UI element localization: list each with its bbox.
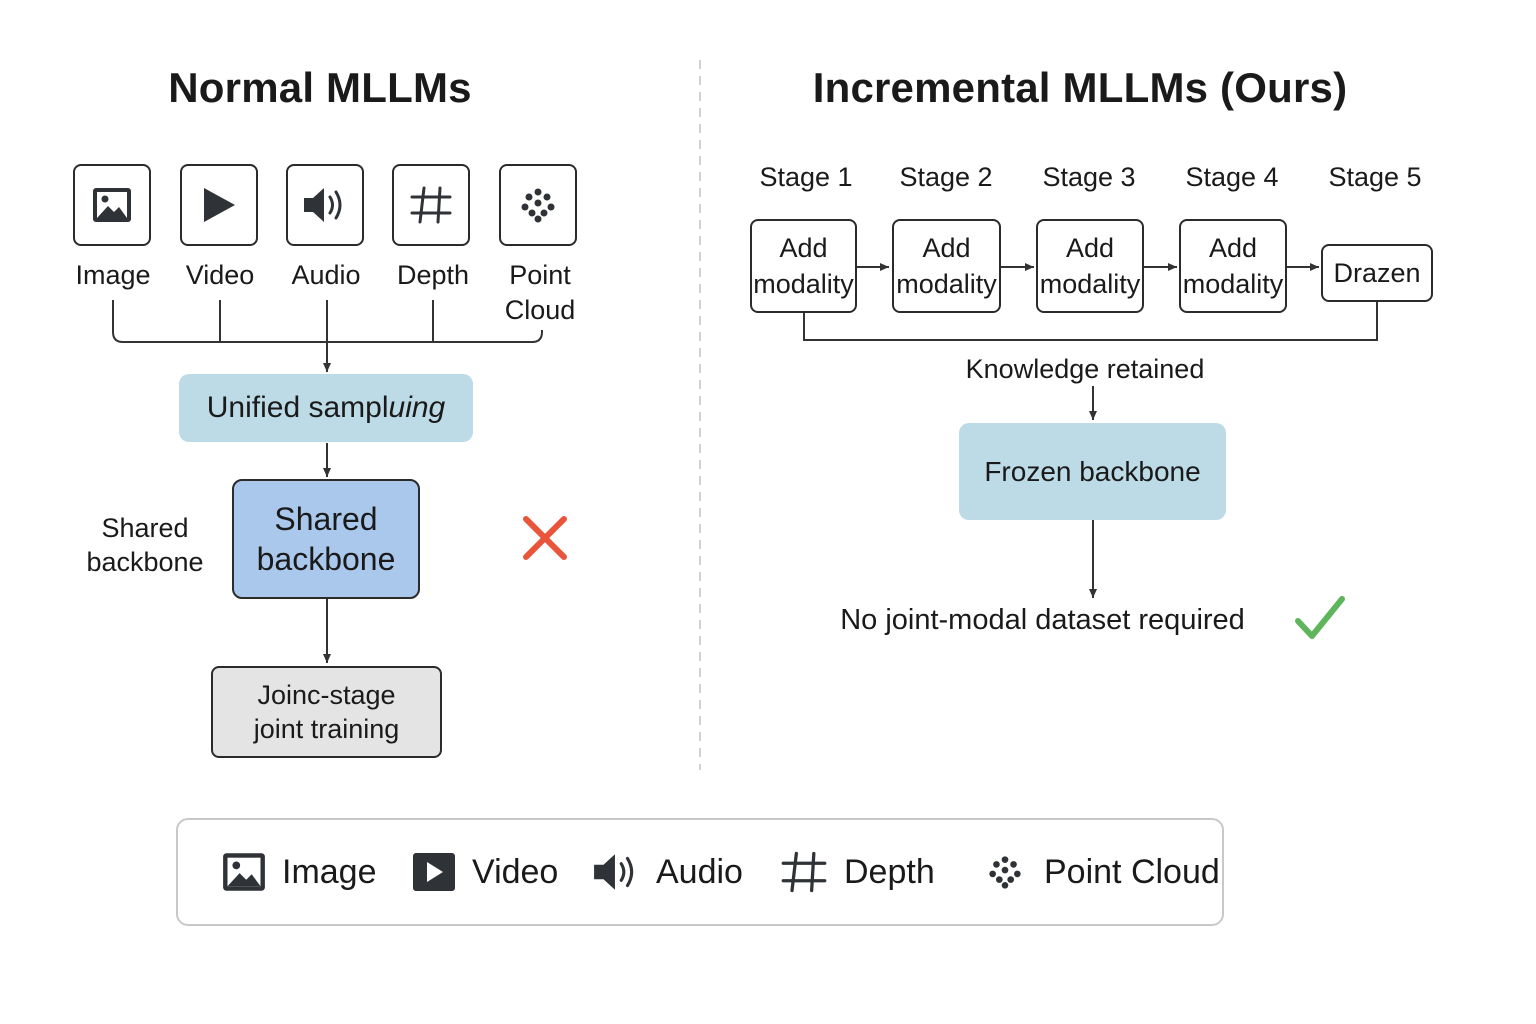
play-icon [204, 188, 235, 222]
side-label-line2: backbone [86, 547, 204, 577]
point-cloud-icon [521, 188, 555, 223]
shared-backbone-side-label: Shared backbone [80, 511, 210, 579]
image-icon [93, 188, 131, 222]
stage-label-5: Stage 5 [1328, 162, 1422, 192]
modality-label-audio: Audio [291, 260, 361, 290]
modality-label-depth: Depth [396, 260, 470, 290]
stage-1-line2: modality [753, 269, 854, 299]
legend-item-point-cloud: Point Cloud [986, 820, 1220, 924]
modality-label-point-cloud: Point Cloud [490, 258, 590, 328]
stage-3-line2: modality [1039, 269, 1141, 299]
modality-label-video: Video [185, 260, 255, 290]
stage-2-line1: Add [922, 233, 971, 263]
legend-item-depth: Depth [780, 820, 935, 924]
right-title: Incremental MLLMs (Ours) [812, 64, 1348, 111]
stage-label-2: Stage 2 [899, 162, 993, 192]
legend-label-point-cloud: Point Cloud [1044, 852, 1220, 891]
play-icon [413, 853, 455, 891]
left-title: Normal MLLMs [168, 64, 472, 111]
joint-training-box: Joinc-stage joint training [211, 666, 442, 758]
depth-grid-icon [410, 186, 452, 224]
legend-label-audio: Audio [656, 852, 743, 891]
sampling-text-plain: Unified sampl [206, 391, 389, 424]
legend-item-audio: Audio [592, 820, 743, 924]
frozen-backbone-box: Frozen backbone [959, 423, 1226, 520]
depth-grid-icon [781, 851, 827, 893]
legend-label-depth: Depth [844, 852, 935, 891]
stage-4-line1: Add [1208, 233, 1258, 263]
image-icon [223, 853, 265, 891]
stage-label-4: Stage 4 [1185, 162, 1279, 192]
training-line1: Joinc-stage [257, 680, 396, 710]
modality-box-depth [392, 164, 470, 246]
speaker-icon [304, 188, 342, 222]
stage-box-3: Add modality [1036, 219, 1144, 313]
training-line2: joint training [253, 714, 400, 744]
stage-2-line2: modality [896, 269, 997, 299]
knowledge-bracket [803, 301, 1378, 341]
stage-box-5: Drazen [1321, 244, 1433, 302]
modality-merge-bracket [112, 300, 543, 372]
modality-box-image [73, 164, 151, 246]
green-check-icon [1295, 596, 1345, 639]
backbone-line2: backbone [256, 541, 396, 577]
modality-box-point-cloud [499, 164, 577, 246]
speaker-icon [594, 854, 634, 890]
stage-label-1: Stage 1 [759, 162, 853, 192]
legend-label-video: Video [472, 852, 559, 891]
shared-backbone-box: Shared backbone [232, 479, 420, 599]
sampling-text-italic: uing [388, 391, 446, 424]
point-cloud-icon [989, 856, 1021, 889]
legend: Image Video Audio Depth [176, 818, 1224, 926]
modality-label-image: Image [75, 260, 151, 290]
stage-box-1: Add modality [750, 219, 857, 313]
backbone-line1: Shared [274, 501, 378, 537]
knowledge-retained-label: Knowledge retained [965, 354, 1205, 384]
no-joint-dataset-text: No joint-modal dataset required [840, 604, 1245, 636]
side-label-line1: Shared [101, 513, 189, 543]
stage-4-line2: modality [1182, 269, 1284, 299]
stage-box-4: Add modality [1179, 219, 1287, 313]
stage-5-line1: Drazen [1333, 258, 1421, 288]
red-x-icon [523, 516, 567, 560]
point-cloud-line2: Cloud [504, 295, 576, 325]
stage-label-3: Stage 3 [1042, 162, 1136, 192]
stage-3-line1: Add [1065, 233, 1115, 263]
point-cloud-line1: Point [509, 260, 571, 290]
legend-item-image: Image [222, 820, 377, 924]
stage-1-line1: Add [779, 233, 828, 263]
legend-label-image: Image [282, 852, 377, 891]
legend-item-video: Video [412, 820, 558, 924]
modality-box-video [180, 164, 258, 246]
modality-box-audio [286, 164, 364, 246]
stage-box-2: Add modality [892, 219, 1001, 313]
